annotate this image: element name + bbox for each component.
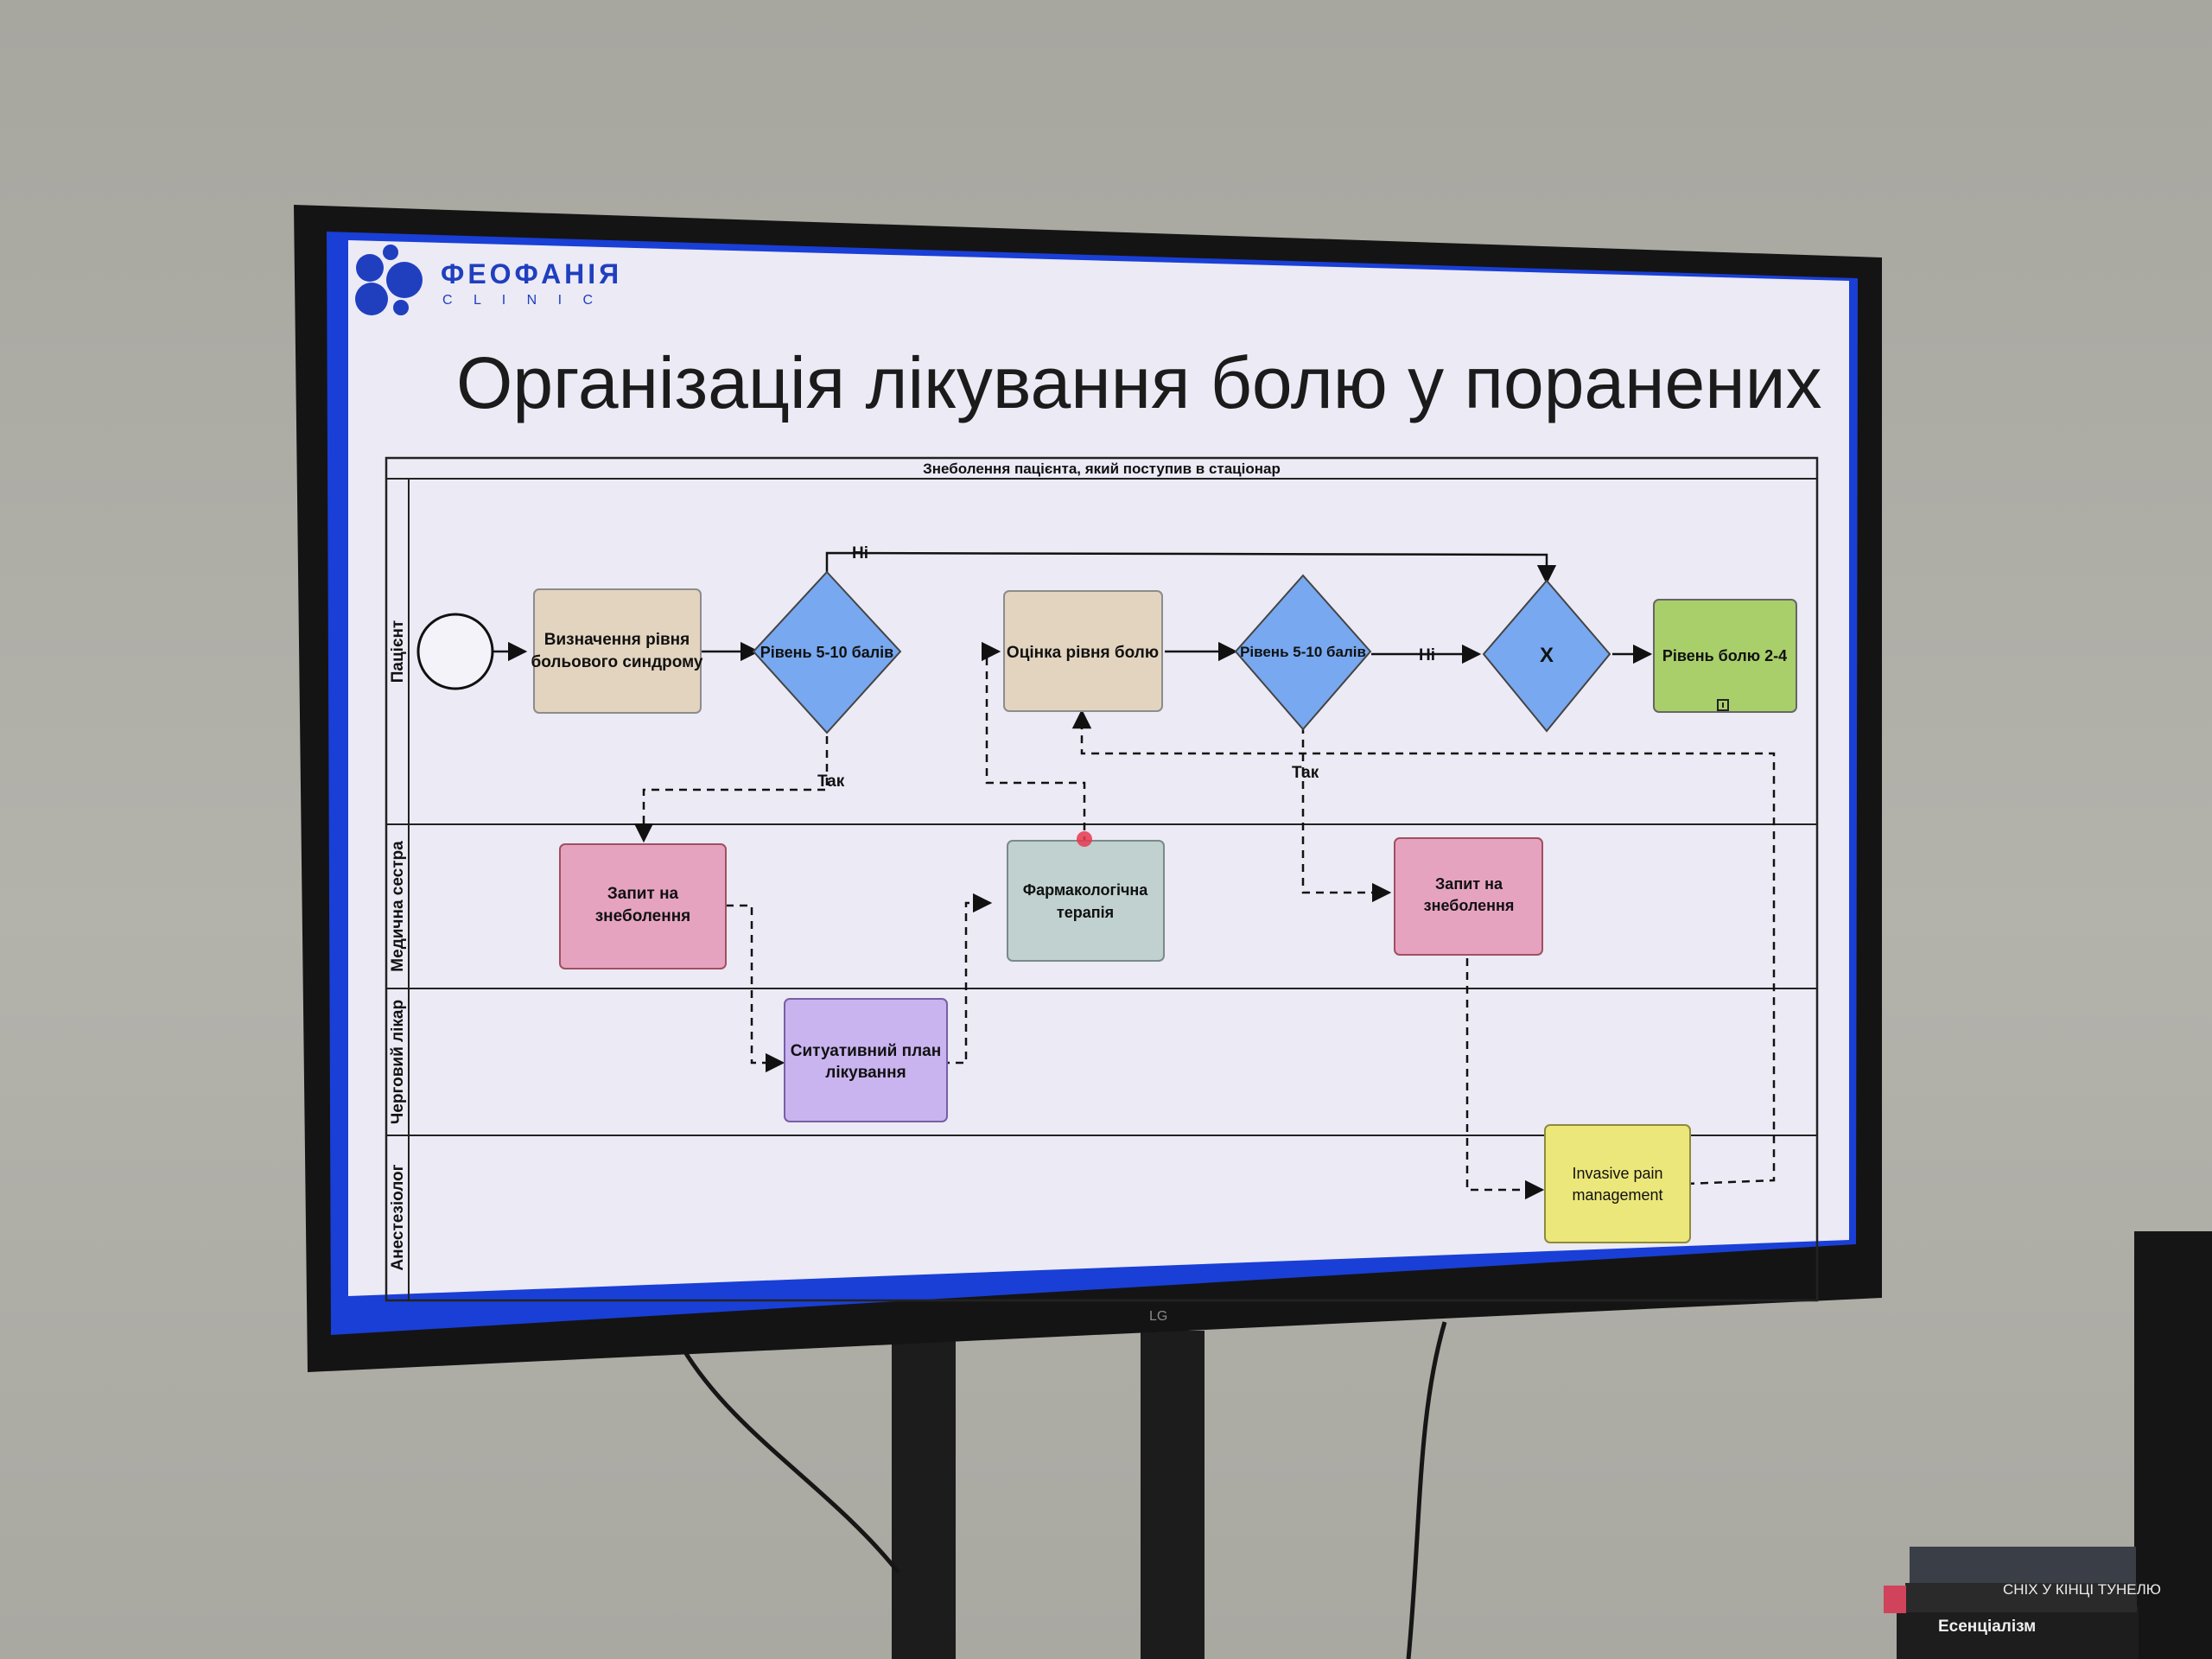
task-text: терапія (1057, 904, 1114, 921)
task-text: management (1572, 1186, 1662, 1204)
laser-pointer-dot (1077, 831, 1092, 847)
book-1-title: СНІХ У КІНЦІ ТУНЕЛЮ (2003, 1581, 2161, 1598)
task-text: знеболення (1424, 897, 1515, 914)
edge-label-yes-1: Так (817, 772, 845, 791)
task-situational-plan: Ситуативний план лікування (784, 998, 948, 1122)
task-text: Запит на (607, 885, 679, 903)
task-invasive-pain-management: Invasive pain management (1544, 1124, 1691, 1243)
task-text: Ситуативний план (791, 1042, 941, 1060)
gateway-exclusive: X (1482, 579, 1611, 733)
start-event (416, 613, 494, 690)
pool-title: Знеболення пацієнта, який поступив в ста… (923, 461, 1281, 477)
subprocess-marker (1717, 699, 1729, 711)
monitor-stand (892, 1331, 1205, 1659)
task-text: знеболення (595, 907, 691, 925)
task-request-anesthesia-2: Запит на знеболення (1394, 837, 1543, 956)
edge-label-no-1: Ні (852, 544, 868, 563)
edge-label-yes-2: Так (1292, 764, 1319, 782)
task-pain-assessment: Оцінка рівня болю (1003, 590, 1163, 712)
edge-label-no-2: Ні (1419, 646, 1435, 664)
monitor-brand-label: LG (1149, 1309, 1167, 1324)
gateway-pain-5-10-second: Рівень 5-10 балів (1234, 574, 1372, 731)
lane-label-anesthesiologist: Анестезіолог (389, 1164, 407, 1270)
task-request-anesthesia-1: Запит на знеболення (559, 843, 727, 969)
slide: ФЕОФАНІЯ C L I N I C Організація лікуван… (355, 245, 1822, 1302)
lane-label-nurse: Медична сестра (389, 841, 407, 972)
task-text: Фармакологічна (1023, 881, 1149, 899)
book-stack: СНІХ У КІНЦІ ТУНЕЛЮ Есенціалізм (1884, 1547, 2161, 1659)
book-2-title: Есенціалізм (1938, 1618, 2036, 1636)
speaker (2134, 1231, 2212, 1659)
gateway-text: Рівень 5-10 балів (760, 644, 893, 661)
gateway-pain-5-10: Рівень 5-10 балів (752, 570, 902, 734)
power-cable (680, 1346, 900, 1574)
task-text: Запит на (1435, 875, 1503, 893)
gateway-text: Рівень 5-10 балів (1240, 644, 1366, 660)
lane-label-doctor: Черговий лікар (389, 1000, 407, 1124)
signal-cable (1406, 1321, 1447, 1659)
logo-sub: C L I N I C (442, 293, 601, 308)
gateway-text: X (1540, 644, 1554, 667)
task-text: лікування (825, 1064, 906, 1082)
task-text: больового синдрому (531, 653, 703, 671)
clinic-logo: ФЕОФАНІЯ C L I N I C (355, 245, 622, 315)
task-text: Оцінка рівня болю (1007, 644, 1159, 662)
task-pain-level-2-4: Рівень болю 2-4 (1653, 599, 1797, 713)
sequence-flows (493, 551, 1653, 664)
task-text: Рівень болю 2-4 (1662, 647, 1787, 664)
task-pharmacological-therapy: Фармакологічна терапія (1007, 840, 1165, 962)
slide-surface (348, 240, 1849, 1296)
task-text: Визначення рівня (544, 631, 690, 649)
logo-name: ФЕОФАНІЯ (441, 258, 622, 289)
task-text: Invasive pain (1572, 1165, 1662, 1182)
slide-title: Організація лікування болю у поранених (456, 342, 1822, 423)
lane-label-patient: Пацієнт (389, 620, 407, 683)
task-pain-level-assessment: Визначення рівня больового синдрому (531, 588, 703, 714)
message-flows (633, 641, 1776, 1200)
